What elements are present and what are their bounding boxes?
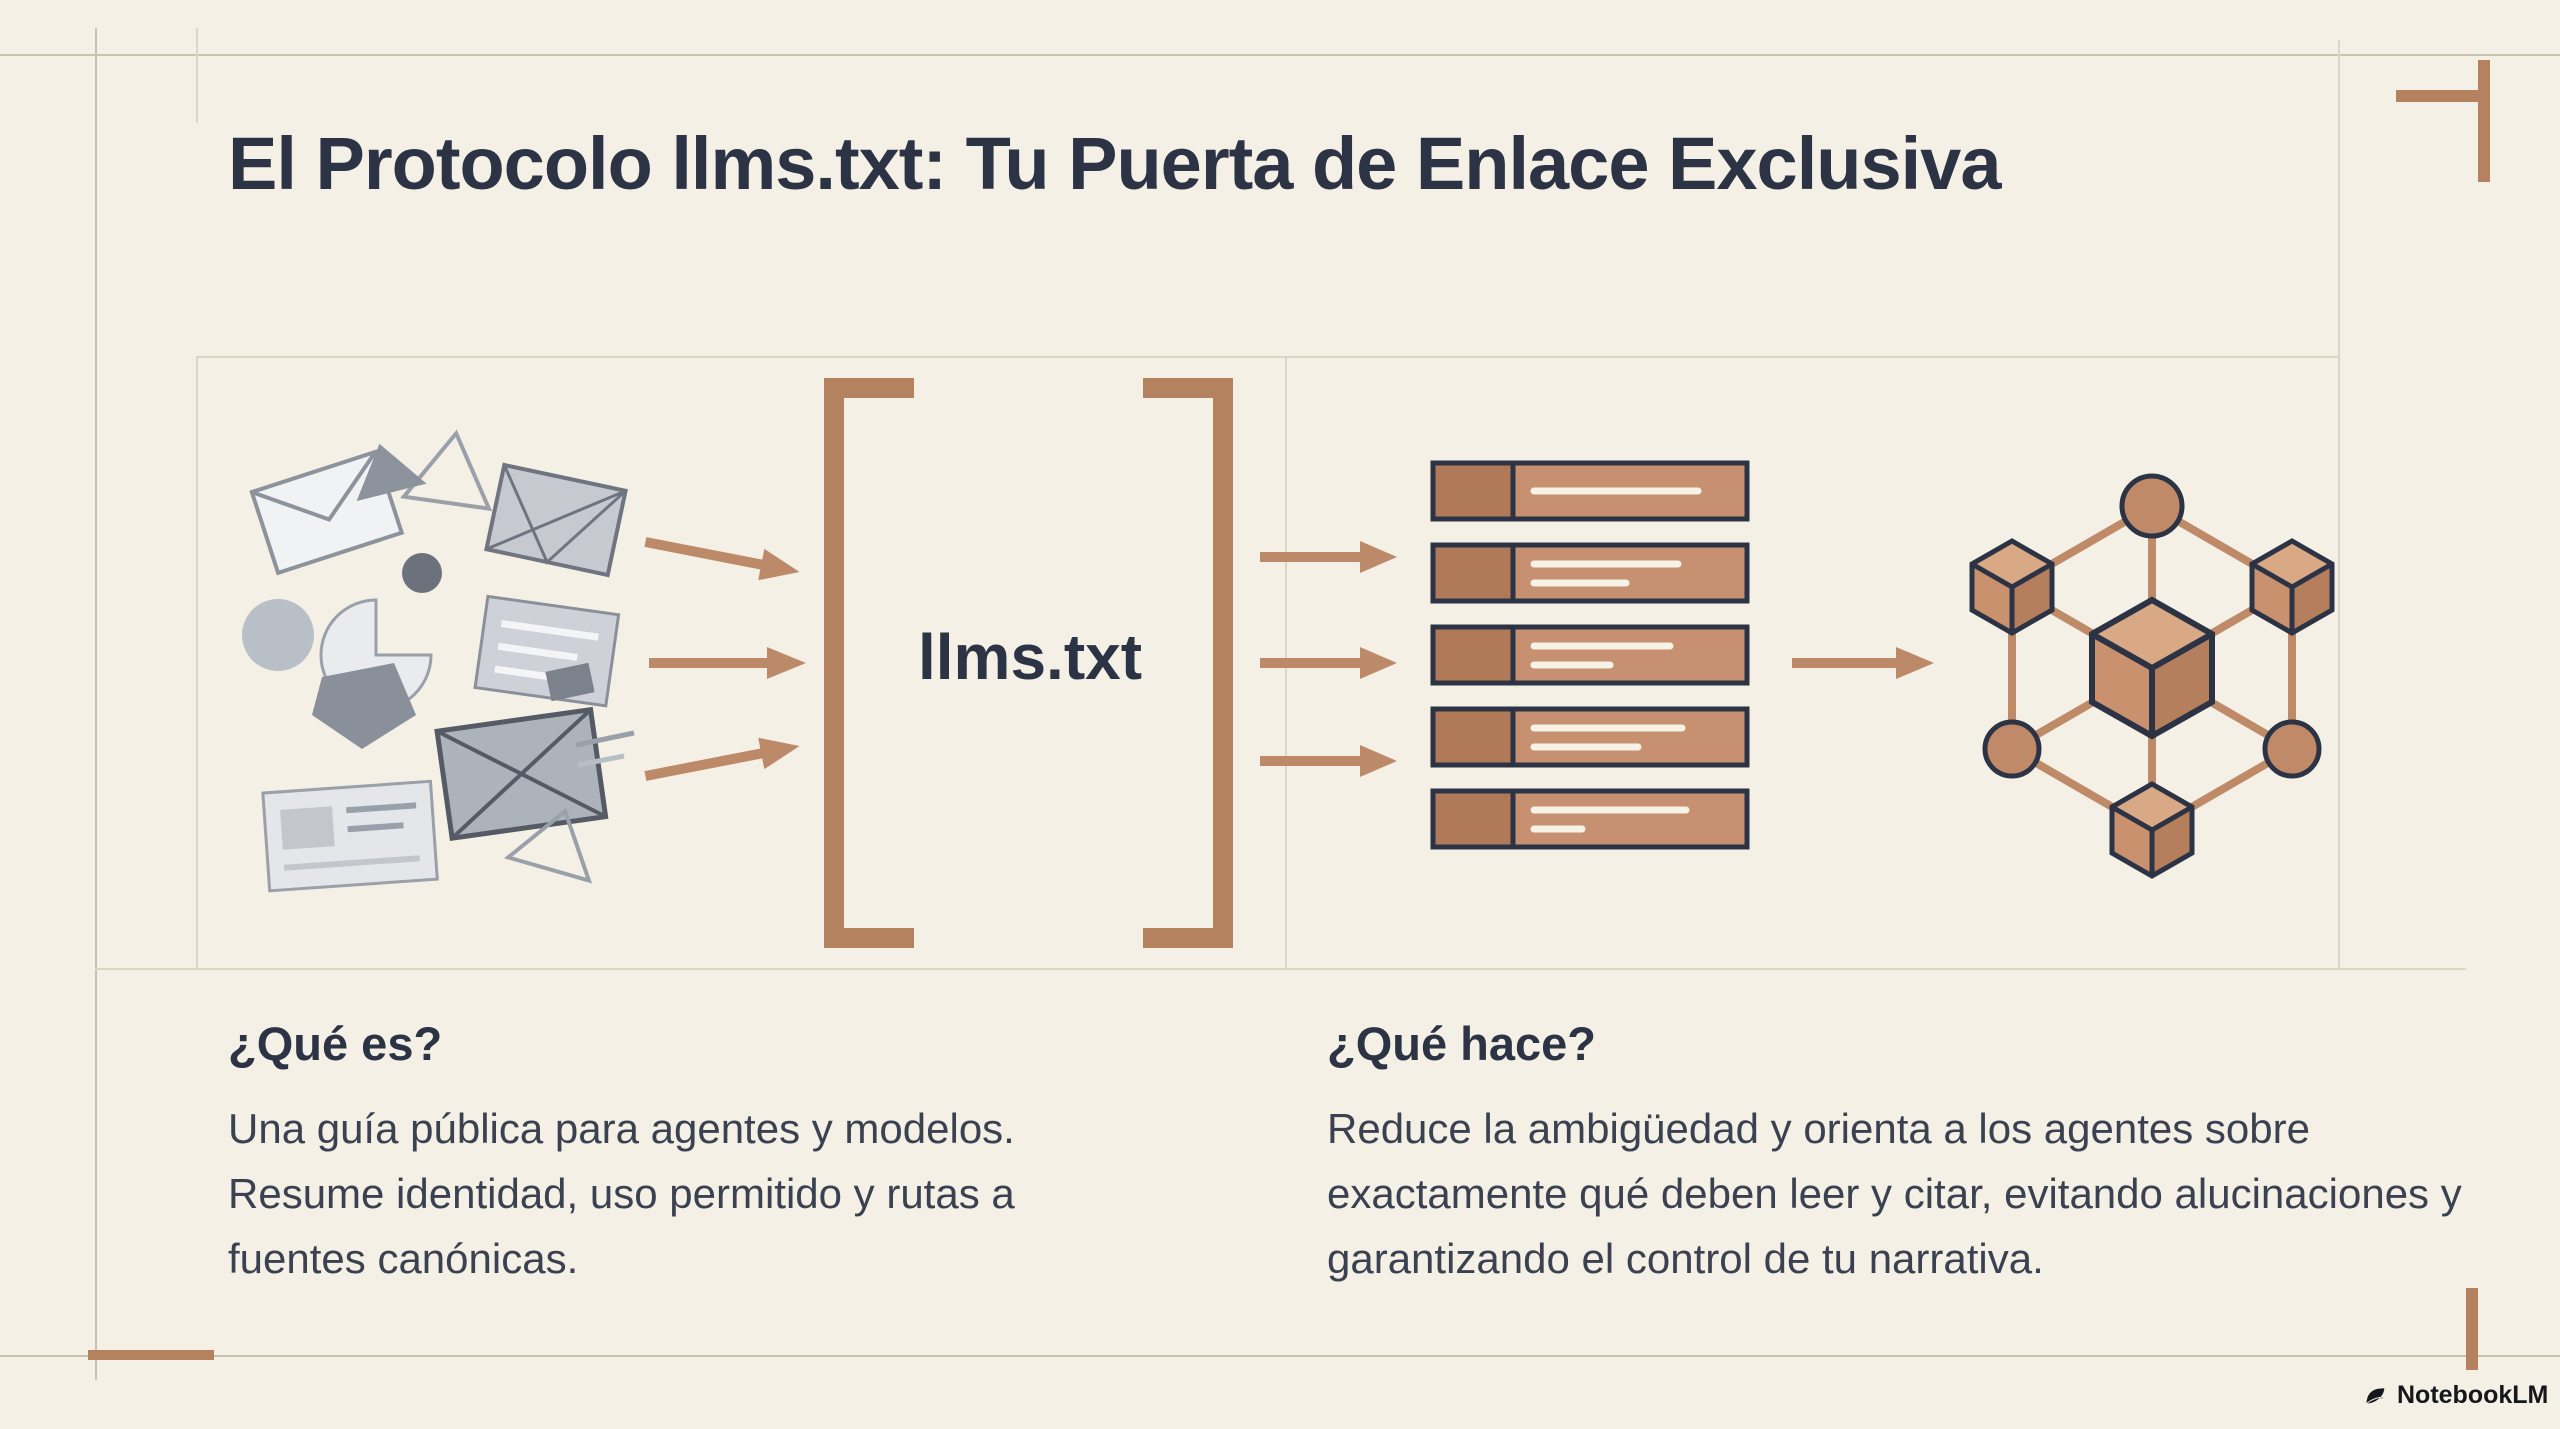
- notebooklm-logo-icon: [2365, 1386, 2386, 1405]
- bracket-right-icon: [1143, 378, 1233, 948]
- document-bar: [1430, 624, 1750, 686]
- document-list-icon: [1430, 460, 1750, 850]
- what-does-heading: ¿Qué hace?: [1327, 1017, 1597, 1070]
- document-bar: [1430, 460, 1750, 522]
- frame-line-top: [0, 54, 2560, 56]
- document-bar: [1430, 788, 1750, 850]
- what-does-body: Reduce la ambigüedad y orienta a los age…: [1327, 1105, 2462, 1283]
- document-bar: [1430, 706, 1750, 768]
- arrow-right-icon: [644, 737, 800, 781]
- corner-accent-top-right-horizontal: [2396, 90, 2490, 102]
- document-bar: [1430, 542, 1750, 604]
- arrow-right-icon: [1260, 647, 1397, 679]
- graph-node-circle: [2119, 473, 2185, 539]
- arrow-right-icon: [1260, 745, 1397, 777]
- frame-tick-top-left: [196, 28, 198, 123]
- graph-node-cube: [2109, 781, 2195, 879]
- gateway-label: llms.txt: [917, 621, 1143, 693]
- corner-accent-top-right-vertical: [2478, 60, 2490, 182]
- bracket-left-icon: [824, 378, 914, 948]
- graph-node-cube: [1969, 538, 2055, 636]
- arrow-right-icon: [1792, 647, 1934, 679]
- diagram-frame-line-right: [2338, 40, 2340, 968]
- frame-line-bottom: [0, 1355, 2560, 1357]
- notebooklm-watermark: NotebookLM: [2362, 1381, 2548, 1410]
- graph-node-circle: [1982, 719, 2042, 779]
- diagram-frame-line-bottom: [95, 968, 2466, 970]
- diagram-frame-line-left: [196, 356, 198, 968]
- arrow-right-icon: [644, 537, 800, 581]
- notebooklm-logo-text: NotebookLM: [2397, 1381, 2549, 1409]
- unstructured-content-icon: [242, 429, 635, 893]
- corner-accent-bottom-right: [2466, 1288, 2478, 1370]
- what-is-body: Una guía pública para agentes y modelos.…: [228, 1105, 1015, 1283]
- diagram-frame-line-top: [196, 356, 2338, 358]
- graph-node-circle: [2262, 719, 2322, 779]
- knowledge-graph-icon: [1969, 473, 2335, 879]
- what-is-heading: ¿Qué es?: [228, 1017, 443, 1070]
- arrow-right-icon: [649, 647, 806, 679]
- graph-node-cube: [2249, 538, 2335, 636]
- page-title: El Protocolo llms.txt: Tu Puerta de Enla…: [228, 122, 2002, 205]
- frame-line-left: [95, 28, 97, 1380]
- arrow-right-icon: [1260, 541, 1397, 573]
- corner-accent-bottom-left: [88, 1350, 214, 1360]
- graph-node-cube-center: [2089, 596, 2215, 740]
